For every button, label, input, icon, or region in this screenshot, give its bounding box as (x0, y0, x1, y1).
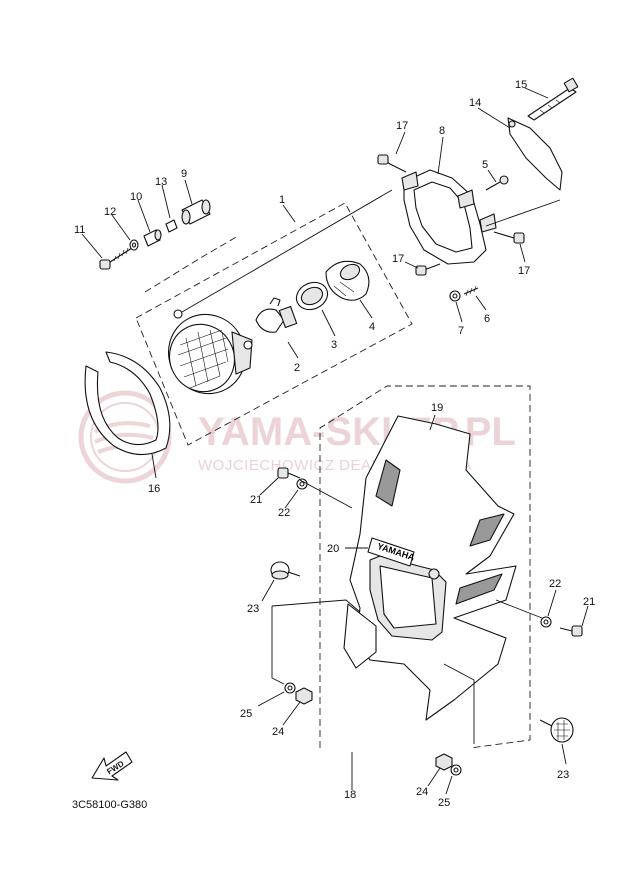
callout-22-left: 22 (278, 507, 290, 519)
callout-21-right: 21 (583, 596, 595, 608)
callout-24-right: 24 (416, 786, 428, 798)
headlight-bulb (255, 297, 298, 333)
callout-13: 13 (155, 176, 167, 188)
washer-25-right (450, 764, 462, 776)
callout-14: 14 (469, 97, 481, 109)
collar-13 (165, 219, 178, 233)
callout-11: 11 (74, 224, 85, 236)
callout-25-left: 25 (240, 708, 252, 720)
forward-arrow-icon: FWD (91, 751, 133, 781)
bolt-17-lower (415, 263, 441, 276)
callout-2: 2 (294, 362, 300, 374)
headlight-bracket (401, 169, 497, 265)
collar-10 (143, 229, 162, 247)
callout-9: 9 (181, 168, 187, 180)
headlight-unit (168, 309, 253, 395)
callout-24-left: 24 (272, 726, 284, 738)
callout-25-right: 25 (438, 797, 450, 809)
callout-17-lower: 17 (392, 253, 404, 265)
callout-22-right: 22 (549, 578, 561, 590)
callout-4: 4 (369, 321, 375, 333)
bracket-parts-box (144, 235, 239, 293)
callout-21-left: 21 (250, 494, 262, 506)
headlight-cowl-19 (343, 415, 517, 721)
bolt-11 (99, 247, 133, 270)
callout-8: 8 (439, 125, 445, 137)
screw-21-right (559, 625, 583, 637)
bolt-17-right (493, 231, 525, 244)
callout-23-right: 23 (557, 769, 569, 781)
leader-lines (81, 87, 589, 795)
grommet-9 (181, 199, 211, 225)
nut-24-right (435, 753, 453, 771)
collar-22-left (296, 478, 308, 490)
callout-20: 20 (327, 543, 339, 555)
bolt-17-top (377, 154, 407, 173)
collar-22-right (540, 616, 552, 628)
cowl-assembly-box (319, 385, 531, 749)
callout-12: 12 (104, 206, 116, 218)
callout-18: 18 (344, 789, 356, 801)
callout-labels: 1 2 3 4 5 6 7 8 9 10 11 12 13 14 15 16 1… (74, 79, 595, 809)
cover-plate-14 (507, 117, 563, 191)
washer-25-left (284, 682, 296, 694)
screw-5 (485, 175, 509, 191)
callout-7: 7 (458, 325, 464, 337)
callout-19: 19 (431, 402, 443, 414)
screw-6 (463, 285, 479, 297)
bulb-socket-ring (295, 281, 329, 311)
lens-grid (177, 329, 229, 389)
callout-1: 1 (279, 194, 285, 206)
headlight-rim-16 (84, 351, 171, 456)
washer-7 (449, 290, 461, 302)
callout-5: 5 (482, 159, 488, 171)
grommet-23-left (270, 561, 301, 580)
callout-16: 16 (148, 483, 160, 495)
callout-17-top: 17 (396, 120, 408, 132)
callout-23-left: 23 (247, 603, 259, 615)
dust-cover (325, 260, 370, 301)
washer-12 (129, 239, 139, 251)
screw-21-left (277, 467, 301, 479)
callout-6: 6 (484, 313, 490, 325)
callout-3: 3 (331, 339, 337, 351)
cable-band-15 (527, 77, 579, 121)
nut-24-left (295, 687, 313, 705)
callout-10: 10 (130, 191, 142, 203)
callout-17-right: 17 (518, 265, 530, 277)
callout-15: 15 (515, 79, 527, 91)
diagram-code: 3C58100-G380 (72, 799, 147, 811)
headlight-assembly-box (135, 202, 413, 446)
grommet-23-right (539, 717, 574, 743)
